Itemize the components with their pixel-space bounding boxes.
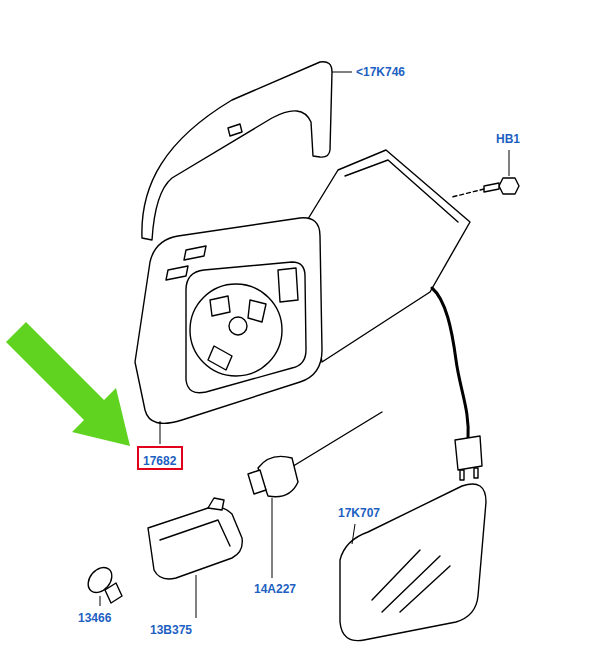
actuator-tip: [248, 470, 266, 494]
connector-pin: [474, 468, 478, 478]
lamp-detail: [160, 520, 230, 546]
callout-number: 17682: [143, 454, 176, 468]
actuator-rod: [290, 412, 382, 468]
mirror-cable: [432, 288, 468, 440]
cap-clip: [228, 124, 242, 136]
mirror-motor: [190, 284, 282, 376]
cable-connector: [455, 436, 482, 470]
bulb-base: [105, 583, 122, 603]
leader-line: [160, 421, 161, 444]
leader-line: [196, 575, 197, 618]
leader-line: [100, 596, 101, 606]
bolt-shank: [484, 183, 499, 192]
leader-line: [332, 72, 352, 73]
leader-line: [509, 150, 510, 176]
motor-detail: [208, 346, 232, 370]
motor-detail: [210, 296, 230, 316]
leader-line: [272, 498, 273, 578]
lamp-housing: [148, 507, 242, 579]
callout-number: 17K707: [338, 506, 380, 520]
motor-detail: [248, 300, 266, 322]
housing-opening: [186, 262, 306, 393]
connector-pin: [460, 470, 464, 480]
housing-slot: [166, 266, 188, 280]
base-edge: [345, 160, 458, 222]
mirror-cap: [142, 62, 332, 240]
motor-hub: [229, 317, 247, 335]
callout-number: <17K746: [356, 65, 405, 79]
pointer-arrow: [6, 322, 130, 446]
callout-number: 13B375: [150, 623, 192, 637]
mirror-housing: [135, 218, 322, 424]
leader-line: [352, 524, 355, 544]
mirror-base: [300, 150, 470, 362]
lamp-clip: [208, 498, 224, 510]
housing-slot: [184, 246, 206, 260]
callout-number: 14A227: [254, 582, 296, 596]
callout-box: 17682: [137, 446, 183, 470]
bolt-head: [499, 178, 519, 194]
glass-reflection: [372, 550, 450, 612]
callout-number: 13466: [78, 611, 111, 625]
bolt-axis: [452, 189, 484, 197]
motor-post: [278, 268, 298, 302]
callout-number: HB1: [496, 132, 520, 146]
